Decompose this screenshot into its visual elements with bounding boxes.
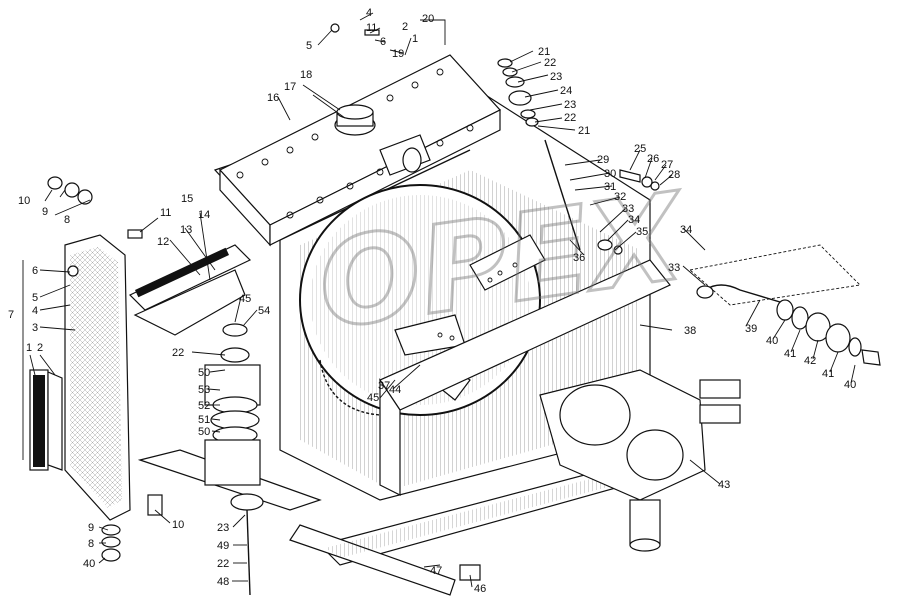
callout-31: 31 (604, 181, 616, 193)
callout-24: 24 (560, 85, 572, 97)
callout-21b: 21 (578, 125, 590, 137)
callout-7: 7 (8, 309, 14, 321)
callout-12: 12 (157, 236, 169, 248)
callout-28: 28 (668, 169, 680, 181)
callout-9: 9 (42, 206, 48, 218)
callout-2: 2 (37, 342, 43, 354)
callout-33b: 33 (668, 262, 680, 274)
callout-42: 42 (804, 355, 816, 367)
callout-17: 17 (284, 81, 296, 93)
callout-11: 11 (160, 207, 171, 219)
callout-2b: 2 (402, 21, 408, 33)
callout-51: 51 (198, 414, 210, 426)
callout-46: 46 (474, 583, 486, 595)
callout-10: 10 (18, 195, 30, 207)
callout-40a: 40 (766, 335, 778, 347)
callout-3: 3 (32, 322, 38, 334)
callout-41b: 41 (822, 368, 834, 380)
callout-15: 15 (181, 193, 193, 205)
callout-11b: 11 (366, 22, 377, 34)
callout-32: 32 (614, 191, 626, 203)
callout-45a: 45 (367, 392, 379, 404)
callout-5: 5 (32, 292, 38, 304)
frame-crossmember (137, 259, 682, 596)
callout-49: 49 (217, 540, 229, 552)
leader-lines (22, 12, 856, 588)
callout-9b: 9 (88, 522, 94, 534)
callout-8: 8 (64, 214, 70, 226)
callout-41a: 41 (784, 348, 796, 360)
callout-53: 53 (198, 384, 210, 396)
callout-5b: 5 (306, 40, 312, 52)
callout-6b: 6 (380, 36, 386, 48)
fan-drive-assembly (539, 369, 741, 552)
callout-43: 43 (718, 479, 730, 491)
callout-22d: 22 (217, 558, 229, 570)
callout-1b: 1 (412, 33, 418, 45)
callout-44: 44 (389, 384, 401, 396)
right-bracket-parts (689, 244, 881, 366)
callout-40b: 40 (844, 379, 856, 391)
callout-14: 14 (198, 209, 210, 221)
callout-29: 29 (597, 154, 609, 166)
callout-23c: 23 (217, 522, 229, 534)
outlet-pipe (379, 134, 431, 176)
callout-25a: 25 (634, 143, 646, 155)
callout-36: 36 (573, 252, 585, 264)
callout-22a: 22 (544, 57, 556, 69)
callout-27: 27 (661, 159, 673, 171)
upper-tank (219, 54, 501, 247)
side-plate (29, 234, 131, 521)
callout-35a: 35 (636, 226, 648, 238)
callout-45b: 45 (239, 293, 251, 305)
callout-4b: 4 (366, 7, 372, 19)
callout-20: 20 (422, 13, 434, 25)
callout-21a: 21 (538, 46, 550, 58)
callout-39: 39 (745, 323, 757, 335)
callout-33a: 33 (622, 203, 634, 215)
callout-47: 47 (430, 565, 442, 577)
callout-4: 4 (32, 305, 38, 317)
callout-30: 30 (604, 168, 616, 180)
callout-38: 38 (684, 325, 696, 337)
filler-cap (334, 104, 376, 136)
callout-52: 52 (198, 400, 210, 412)
mounting-bracket (128, 244, 252, 336)
callout-23a: 23 (550, 71, 562, 83)
callout-19: 19 (392, 48, 404, 60)
callout-34a: 34 (628, 214, 640, 226)
callout-37: 37 (378, 380, 390, 392)
callout-8b: 8 (88, 538, 94, 550)
callout-22c: 22 (172, 347, 184, 359)
mount-stack (204, 364, 264, 596)
callout-6: 6 (32, 265, 38, 277)
callout-23b: 23 (564, 99, 576, 111)
callout-48: 48 (217, 576, 229, 588)
callout-50b: 50 (198, 426, 210, 438)
callout-22b: 22 (564, 112, 576, 124)
callout-10b: 10 (172, 519, 184, 531)
callout-16: 16 (267, 92, 279, 104)
callout-26: 26 (647, 153, 659, 165)
callout-18: 18 (300, 69, 312, 81)
callout-50a: 50 (198, 367, 210, 379)
callout-54: 54 (258, 305, 270, 317)
small-fasteners (47, 23, 660, 581)
callout-1: 1 (26, 342, 32, 354)
callout-34b: 34 (680, 224, 692, 236)
callout-13: 13 (180, 224, 192, 236)
callout-40c: 40 (83, 558, 95, 570)
callout-labels: 1 2 3 4 5 6 7 8 9 10 11 12 13 14 15 16 1… (8, 7, 856, 595)
